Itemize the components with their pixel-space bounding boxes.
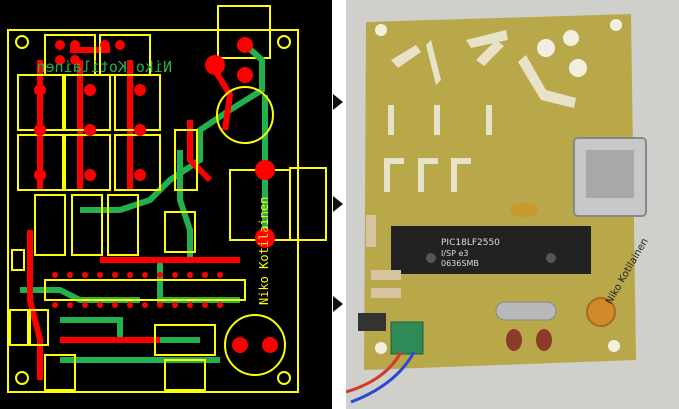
usb-connector-outline [217, 5, 271, 59]
red-wire [346, 351, 403, 394]
chip-marking-3: 0636SMB [441, 259, 479, 268]
pcb-layout-panel: Niko Kotilainen Niko Kotilainen [0, 0, 332, 409]
chip-marking-2: I/SP e3 [441, 249, 469, 258]
blue-wire [350, 351, 416, 404]
electrolytic-capacitor [586, 297, 616, 327]
arrow-right-icon [333, 296, 343, 312]
terminal-block [390, 321, 424, 355]
board-photo: PIC18LF2550 I/SP e3 0636SMB Niko Kotilai… [346, 14, 651, 404]
arrow-right-icon [333, 196, 343, 212]
crystal [495, 301, 557, 321]
microcontroller-chip: PIC18LF2550 I/SP e3 0636SMB [391, 226, 591, 274]
push-button [358, 313, 386, 331]
mount-hole [15, 371, 29, 385]
ic-pad-rows [52, 272, 223, 308]
capacitor [510, 203, 538, 217]
resistor [371, 288, 401, 298]
board-outline [7, 29, 299, 393]
pcb-layout-drawing: Niko Kotilainen Niko Kotilainen [7, 5, 327, 393]
board-traces [384, 30, 576, 192]
top-layer-traces [27, 47, 240, 380]
capacitor [506, 329, 522, 351]
resistor [371, 270, 401, 280]
capacitor [536, 329, 552, 351]
silk-name-text: Niko Kotilainen [257, 197, 271, 305]
board-photo-panel: PIC18LF2550 I/SP e3 0636SMB Niko Kotilai… [346, 0, 679, 409]
mount-hole [15, 35, 29, 49]
usb-connector [573, 137, 647, 217]
component-outlines [9, 34, 327, 391]
mount-hole [277, 35, 291, 49]
board-holes [375, 19, 622, 354]
resistor [366, 215, 376, 247]
component-pads [34, 37, 278, 353]
chip-marking-1: PIC18LF2550 [441, 238, 500, 248]
mount-hole [277, 371, 291, 385]
arrow-right-icon [333, 94, 343, 110]
mirrored-silk-text: Niko Kotilainen [37, 58, 172, 76]
